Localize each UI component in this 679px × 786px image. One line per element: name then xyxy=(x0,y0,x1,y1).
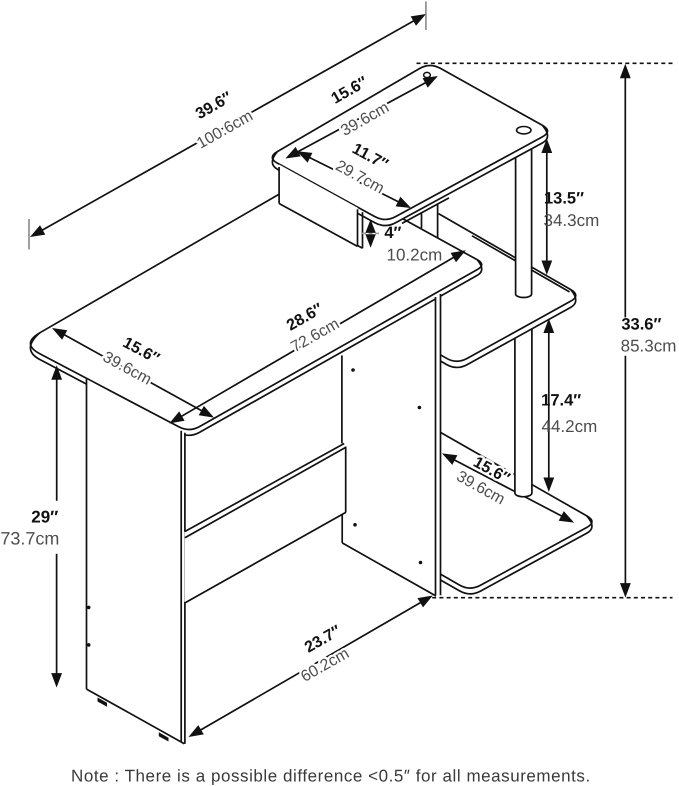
svg-text:Note : There is a possible dif: Note : There is a possible difference <0… xyxy=(71,767,591,786)
svg-text:34.3cm: 34.3cm xyxy=(544,211,600,230)
svg-text:10.2cm: 10.2cm xyxy=(387,245,443,264)
svg-text:17.4″: 17.4″ xyxy=(541,392,581,410)
svg-text:44.2cm: 44.2cm xyxy=(542,417,598,436)
svg-text:29″: 29″ xyxy=(31,508,58,527)
svg-text:85.3cm: 85.3cm xyxy=(621,336,677,355)
svg-text:33.6″: 33.6″ xyxy=(621,315,661,333)
svg-text:4″: 4″ xyxy=(384,224,401,242)
svg-text:73.7cm: 73.7cm xyxy=(0,528,59,548)
svg-text:13.5″: 13.5″ xyxy=(544,190,584,208)
